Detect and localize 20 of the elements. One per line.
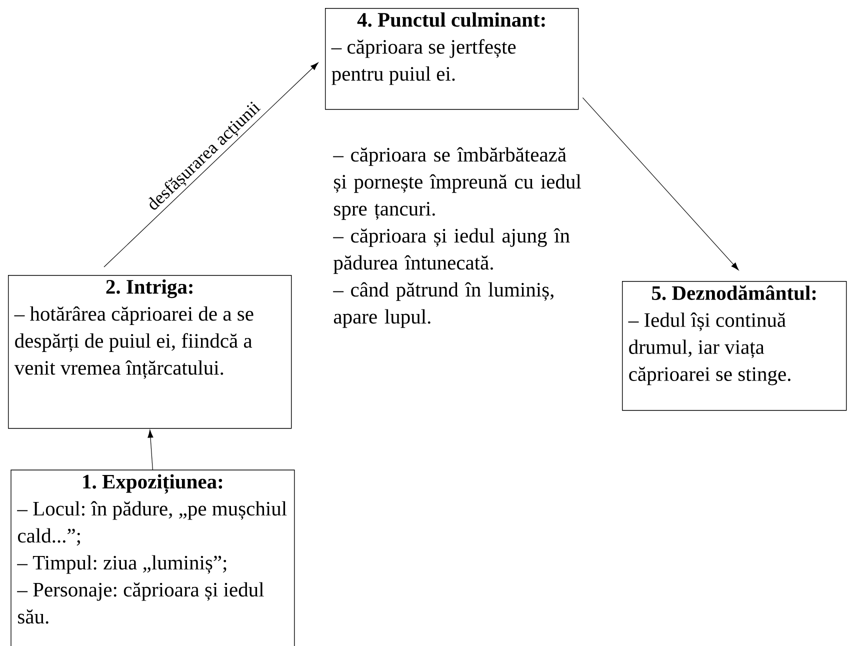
arrow: [104, 62, 318, 268]
note-text: – când pătrund în luminiș, apare lupul.: [333, 282, 554, 328]
heading: 1. Expozițiunea:: [83, 474, 222, 494]
note-text: – căprioara și iedul ajung în pădurea întunecată.: [333, 228, 570, 274]
body-text: – Iedul își continuă drumul, iar viața căprioarei se stinge.: [628, 312, 790, 386]
heading: 2. Intriga:: [106, 279, 192, 298]
body-text: – căprioara se jertfește pentru puiul ei.: [331, 39, 516, 85]
heading: 5. Deznodământul:: [652, 285, 816, 300]
body-text: – Personaje: căprioara și iedul său.: [17, 582, 264, 624]
heading: 4. Punctul culminant:: [357, 12, 545, 27]
arrow: [582, 97, 739, 270]
note-text: – căprioara se îmbărbătează și pornește împreună cu iedul spre țancuri.: [333, 147, 582, 220]
body-text: – Locul: în pădure, „pe mușchiul cald...”;: [17, 501, 287, 546]
arrow: [148, 430, 154, 470]
stage-box: [8, 275, 292, 429]
body-text: – Timpul: ziua „luminiș”;: [17, 555, 226, 574]
stage-box: [622, 281, 847, 411]
body-text: – hotărârea căprioarei de a se despărți de puiul ei, fiindcă a venit vremea înțărcatului.: [14, 306, 254, 379]
stage-box: [10, 470, 295, 646]
stage-box: [325, 8, 579, 110]
